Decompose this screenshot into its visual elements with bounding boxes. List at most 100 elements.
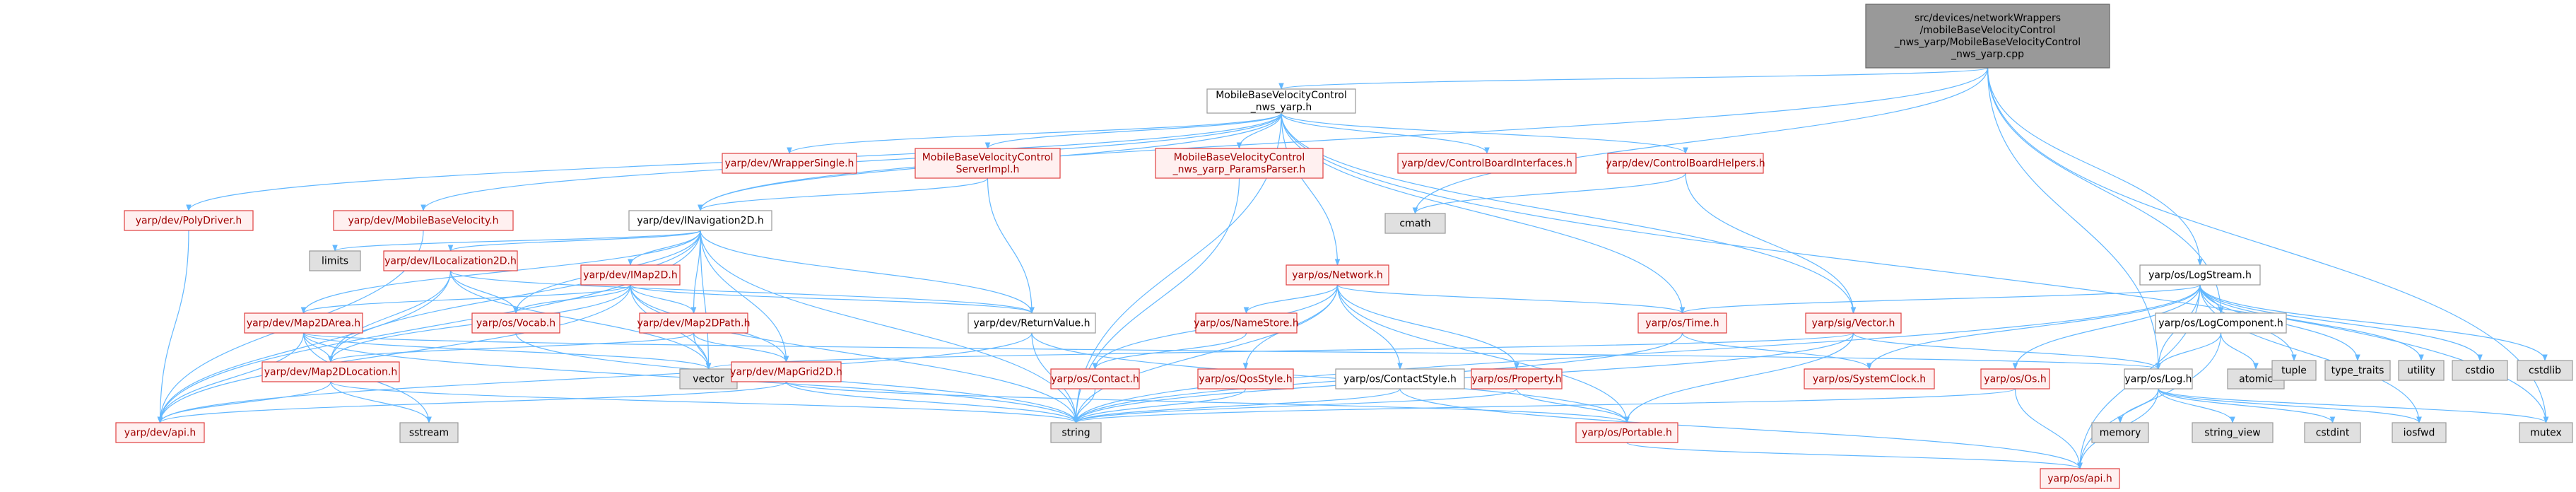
edge-network-to-portable [1336,284,1630,423]
node-osapi[interactable]: yarp/os/api.h [2040,468,2120,489]
node-box-inav2d [628,210,772,231]
node-mbvel[interactable]: yarp/dev/MobileBaseVelocity.h [333,210,514,231]
node-label-string: string [1061,428,1090,439]
node-map2darea[interactable]: yarp/dev/Map2DArea.h [244,312,363,334]
edge-logcomp-to-atomic [2220,332,2259,370]
node-box-network [1286,264,1389,286]
node-label-cmath: cmath [1399,218,1430,230]
node-box-type_traits [2324,360,2391,381]
node-label-time: yarp/os/Time.h [1645,318,1719,329]
edge-map2darea-to-log [302,332,2160,370]
node-imap2d[interactable]: yarp/dev/IMap2D.h [580,264,681,286]
node-time[interactable]: yarp/os/Time.h [1637,312,1727,334]
node-logcomp[interactable]: yarp/os/LogComponent.h [2155,312,2287,334]
node-cstdlib: cstdlib [2517,360,2573,381]
edge-logstream-to-string [1073,284,2201,423]
node-label-logcomp: yarp/os/LogComponent.h [2158,318,2283,329]
edge-map2darea-to-map2dloc [302,332,334,363]
node-box-mbvc_h [1206,88,1356,114]
node-string_view: string_view [2192,422,2274,443]
edge-root-to-mutex [1987,67,2549,423]
node-label-root: src/devices/networkWrappers [1915,13,2061,24]
node-label-inav2d: yarp/dev/INavigation2D.h [637,216,763,227]
node-label-mbvel: yarp/dev/MobileBaseVelocity.h [348,216,499,227]
edge-property-to-string [1073,388,1517,423]
node-label-mapgrid2d: yarp/dev/MapGrid2D.h [730,367,842,378]
node-box-mutex [2519,422,2573,443]
node-box-cstdio [2452,360,2508,381]
node-vocab[interactable]: yarp/os/Vocab.h [471,312,560,334]
node-label-namestore: yarp/os/NameStore.h [1194,318,1298,329]
edge-iloc2d-to-map2dloc [328,270,452,363]
node-root[interactable]: src/devices/networkWrappers/mobileBaseVe… [1865,4,2110,69]
node-syslock[interactable]: yarp/os/SystemClock.h [1804,368,1935,390]
node-logstream[interactable]: yarp/os/LogStream.h [2139,264,2261,286]
node-label-sstream: sstream [409,428,449,439]
edge-inav2d-to-limits [332,230,701,252]
edge-property-to-portable [1516,388,1630,423]
node-map2dloc[interactable]: yarp/dev/Map2DLocation.h [261,361,400,382]
node-inav2d[interactable]: yarp/dev/INavigation2D.h [628,210,772,231]
node-property[interactable]: yarp/os/Property.h [1471,368,1563,390]
node-label-osapi: yarp/os/api.h [2047,474,2112,485]
node-portable[interactable]: yarp/os/Portable.h [1575,422,1678,443]
node-box-vector [679,368,738,390]
edge-inav2d-to-retval [700,230,1035,314]
node-namestore[interactable]: yarp/os/NameStore.h [1194,312,1299,334]
edge-map2darea-to-vector [302,332,712,370]
node-label-map2dpath: yarp/dev/Map2DPath.h [637,318,750,329]
node-label-atomic: atomic [2239,374,2273,385]
node-qosstyle[interactable]: yarp/os/QosStyle.h [1197,368,1294,390]
node-wrapsingle[interactable]: yarp/dev/WrapperSingle.h [722,153,857,174]
node-contactstyle[interactable]: yarp/os/ContactStyle.h [1335,368,1465,390]
edge-time-to-syslock [1681,332,1872,370]
node-map2dpath[interactable]: yarp/dev/Map2DPath.h [637,312,751,334]
node-network[interactable]: yarp/os/Network.h [1286,264,1389,286]
node-box-qosstyle [1197,368,1294,390]
edge-log-to-string_view [2158,388,2235,423]
node-box-logstream [2139,264,2261,286]
node-iloc2d[interactable]: yarp/dev/ILocalization2D.h [383,250,518,271]
node-label-portable: yarp/os/Portable.h [1582,428,1672,439]
edge-cbh-to-sigvector [1685,172,1857,314]
edge-logstream-to-cstdio [2199,284,2483,361]
node-params[interactable]: MobileBaseVelocityControl_nws_yarp_Param… [1155,148,1324,179]
node-cstdio: cstdio [2452,360,2508,381]
node-polydriver[interactable]: yarp/dev/PolyDriver.h [124,210,254,231]
edge-srvimpl-to-inav2d [698,177,989,211]
node-log[interactable]: yarp/os/Log.h [2124,368,2193,390]
node-box-mbvel [333,210,514,231]
node-mapgrid2d[interactable]: yarp/dev/MapGrid2D.h [730,361,842,382]
node-box-syslock [1804,368,1935,390]
node-box-params [1155,148,1324,179]
node-label-property: yarp/os/Property.h [1471,374,1561,385]
node-type_traits: type_traits [2324,360,2391,381]
node-devapi[interactable]: yarp/dev/api.h [115,422,205,443]
node-label-mbvc_h: _nws_yarp.h [1250,102,1312,113]
node-cbh[interactable]: yarp/dev/ControlBoardHelpers.h [1606,153,1765,174]
node-retval[interactable]: yarp/dev/ReturnValue.h [968,312,1096,334]
edge-log-to-cstdint [2158,388,2336,423]
node-os_h[interactable]: yarp/os/Os.h [1980,368,2050,390]
edge-network-to-contactstyle [1336,284,1403,370]
node-cbi[interactable]: yarp/dev/ControlBoardInterfaces.h [1397,153,1577,174]
edge-map2dpath-to-map2dloc [328,332,695,363]
edge-imap2d-to-devapi [157,284,631,423]
node-label-root: _nws_yarp/MobileBaseVelocityControl [1894,37,2081,48]
node-mbvc_h[interactable]: MobileBaseVelocityControl_nws_yarp.h [1206,88,1356,114]
node-label-polydriver: yarp/dev/PolyDriver.h [136,216,242,227]
edge-map2darea-to-devapi [157,332,305,423]
edge-logstream-to-time [1679,284,2201,314]
node-sigvector[interactable]: yarp/sig/Vector.h [1805,312,1902,334]
node-box-tuple [2271,360,2317,381]
node-box-wrapsingle [722,153,857,174]
edge-root-to-inav2d [698,67,1989,211]
node-contact[interactable]: yarp/os/Contact.h [1050,368,1140,390]
node-label-network: yarp/os/Network.h [1292,270,1383,281]
edge-sigvector-to-portable [1624,332,1854,423]
node-box-imap2d [580,264,681,286]
edge-root-to-log [1987,67,2161,370]
node-label-params: _nws_yarp_ParamsParser.h [1172,164,1306,175]
node-box-polydriver [124,210,254,231]
